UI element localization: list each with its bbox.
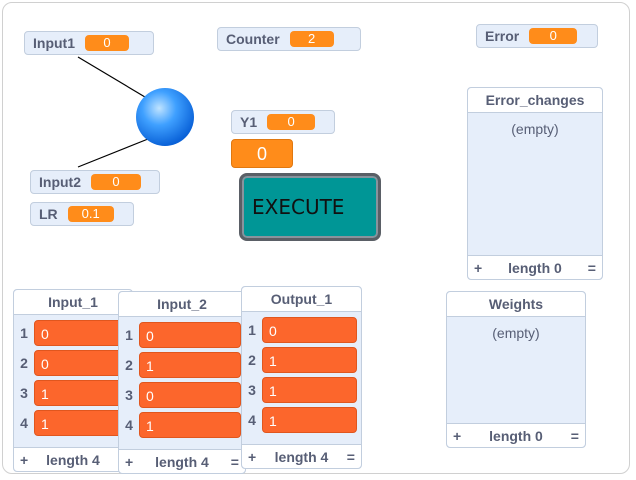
list-item-value[interactable]: 1: [34, 410, 128, 436]
list-empty-text: (empty): [511, 121, 559, 137]
list-item-value[interactable]: 1: [262, 407, 357, 433]
monitor-label: Y1: [240, 114, 258, 130]
monitor-error[interactable]: Error 0: [476, 24, 598, 48]
list-title: Input_2: [119, 292, 245, 317]
list-length: length 4: [155, 453, 209, 470]
list-item-index: 4: [248, 412, 256, 428]
list-resize-handle[interactable]: =: [570, 427, 579, 444]
monitor-lr[interactable]: LR 0.1: [30, 202, 134, 226]
list-item-value[interactable]: 0: [139, 322, 241, 348]
list-item[interactable]: 2 0: [14, 349, 132, 377]
list-item-index: 3: [125, 387, 133, 403]
list-length: length 4: [46, 451, 100, 468]
list-item[interactable]: 1 0: [242, 316, 361, 344]
list-item[interactable]: 4 1: [14, 409, 132, 437]
monitor-value: 2: [289, 31, 334, 47]
list-input-1[interactable]: Input_1 1 0 2 0 3 1 4 1 + length 4 =: [13, 289, 133, 472]
list-resize-handle[interactable]: =: [346, 448, 355, 465]
execute-button[interactable]: EXECUTE: [239, 173, 381, 241]
list-item[interactable]: 3 0: [119, 381, 245, 409]
list-title: Weights: [447, 292, 585, 317]
list-footer: + length 0 =: [447, 423, 585, 447]
list-title: Input_1: [14, 290, 132, 315]
list-footer: + length 4 =: [14, 447, 132, 471]
list-item-index: 1: [20, 325, 28, 341]
list-item-value[interactable]: 1: [34, 380, 128, 406]
list-item[interactable]: 1 0: [14, 319, 132, 347]
monitor-label: LR: [39, 206, 58, 222]
monitor-value: 0: [85, 35, 129, 51]
list-title: Output_1: [242, 287, 361, 312]
list-add-button[interactable]: +: [453, 427, 462, 444]
list-item-index: 2: [248, 352, 256, 368]
list-add-button[interactable]: +: [20, 451, 29, 468]
list-item-index: 4: [20, 415, 28, 431]
list-title: Error_changes: [468, 88, 602, 113]
list-add-button[interactable]: +: [125, 453, 134, 470]
monitor-y1-large-value[interactable]: 0: [231, 139, 293, 168]
monitor-label: Input1: [33, 35, 75, 51]
list-item-index: 2: [125, 357, 133, 373]
list-resize-handle[interactable]: =: [587, 259, 596, 276]
list-output-1[interactable]: Output_1 1 0 2 1 3 1 4 1 + length 4 =: [241, 286, 362, 469]
list-resize-handle[interactable]: =: [230, 453, 239, 470]
monitor-value: 0: [529, 28, 578, 44]
list-item-index: 2: [20, 355, 28, 371]
input1-connection-line: [77, 56, 151, 101]
neuron-sphere: [136, 88, 194, 146]
list-length: length 0: [508, 259, 562, 276]
list-item[interactable]: 2 1: [242, 346, 361, 374]
list-add-button[interactable]: +: [474, 259, 483, 276]
list-item-index: 4: [125, 417, 133, 433]
list-item[interactable]: 4 1: [242, 406, 361, 434]
list-item[interactable]: 4 1: [119, 411, 245, 439]
monitor-input2[interactable]: Input2 0: [30, 170, 160, 194]
list-item-value[interactable]: 1: [262, 347, 357, 373]
list-item-index: 3: [20, 385, 28, 401]
list-empty-text: (empty): [492, 325, 540, 341]
list-weights[interactable]: Weights (empty) + length 0 =: [446, 291, 586, 448]
list-footer: + length 4 =: [242, 444, 361, 468]
list-input-2[interactable]: Input_2 1 0 2 1 3 0 4 1 + length 4 =: [118, 291, 246, 474]
monitor-label: Input2: [39, 174, 81, 190]
list-item[interactable]: 2 1: [119, 351, 245, 379]
monitor-y1[interactable]: Y1 0: [231, 110, 335, 134]
list-item[interactable]: 3 1: [242, 376, 361, 404]
input2-connection-line: [77, 138, 149, 168]
list-length: length 0: [489, 427, 543, 444]
monitor-value: 0: [267, 114, 316, 130]
list-item-value[interactable]: 0: [34, 320, 128, 346]
monitor-counter[interactable]: Counter 2: [217, 27, 361, 51]
list-item-index: 1: [248, 322, 256, 338]
list-footer: + length 0 =: [468, 255, 602, 279]
list-length: length 4: [274, 448, 329, 465]
list-item-value[interactable]: 0: [34, 350, 128, 376]
list-footer: + length 4 =: [119, 449, 245, 473]
list-item[interactable]: 1 0: [119, 321, 245, 349]
list-item-index: 3: [248, 382, 256, 398]
monitor-input1[interactable]: Input1 0: [24, 31, 154, 55]
monitor-value: 0: [91, 174, 141, 190]
list-item-value[interactable]: 1: [139, 352, 241, 378]
monitor-value: 0.1: [67, 206, 114, 222]
list-add-button[interactable]: +: [248, 448, 257, 465]
monitor-label: Error: [485, 28, 520, 44]
list-item-value[interactable]: 0: [139, 382, 241, 408]
list-item-value[interactable]: 0: [262, 317, 357, 343]
list-item-index: 1: [125, 327, 133, 343]
list-error-changes[interactable]: Error_changes (empty) + length 0 =: [467, 87, 603, 280]
list-item-value[interactable]: 1: [262, 377, 357, 403]
list-item-value[interactable]: 1: [139, 412, 241, 438]
monitor-label: Counter: [226, 31, 280, 47]
list-item[interactable]: 3 1: [14, 379, 132, 407]
